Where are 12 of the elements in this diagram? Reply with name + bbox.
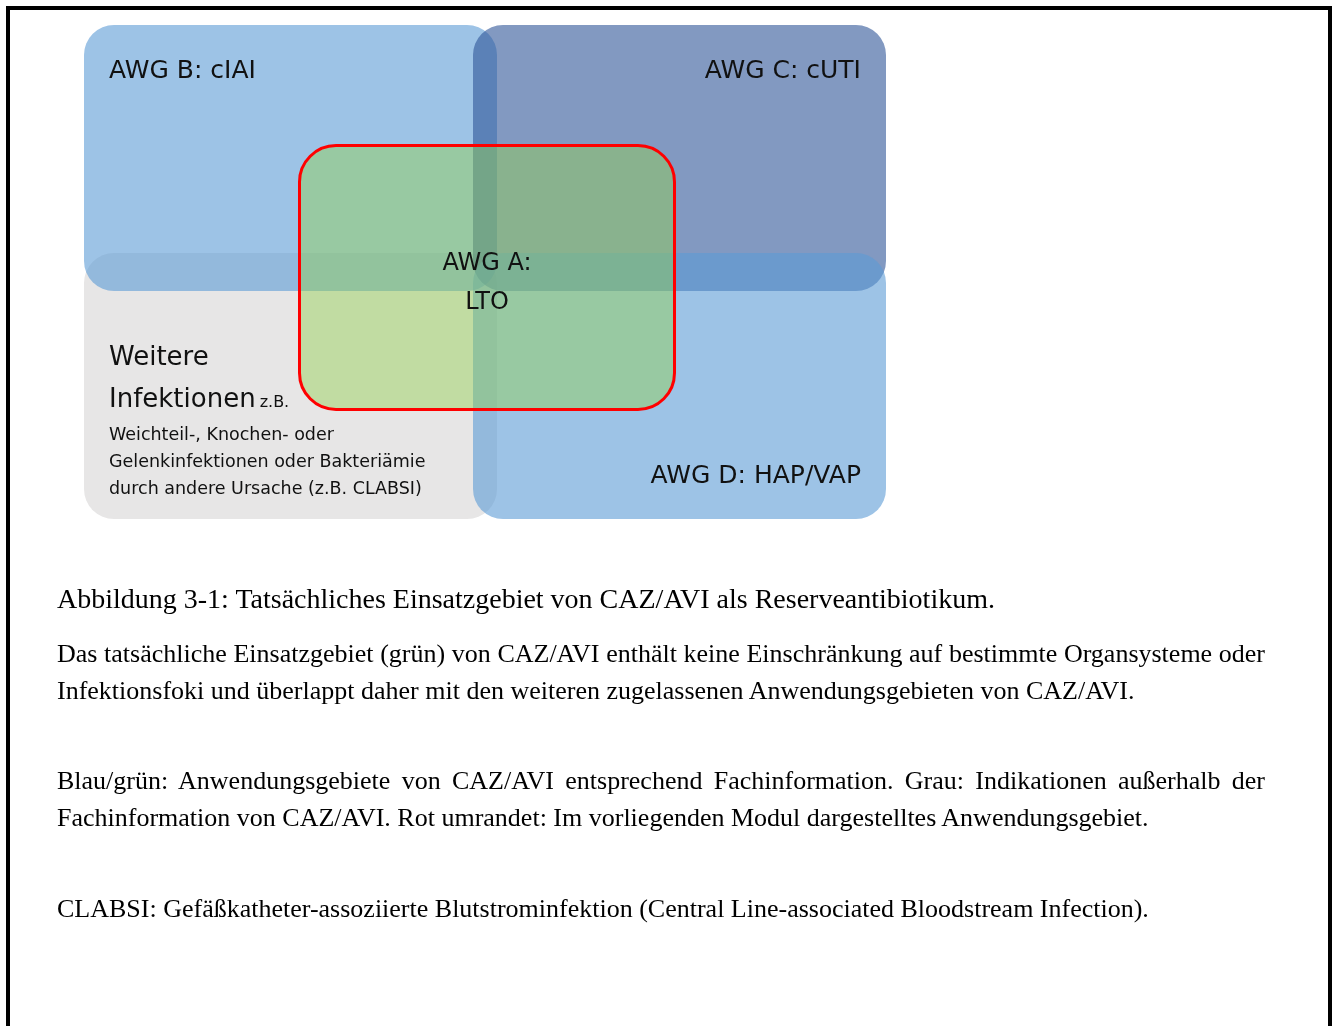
caption-paragraph: Blau/grün: Anwendungsgebiete von CAZ/AVI entsprechend Fachinformation. Grau: Indikationen außerhalb der Fachinformation von CAZ/AVI. Rot umrandet: Im vorliegenden Modul dargestelltes Anwendungsgebiet. — [57, 765, 1265, 834]
figure-caption: Abbildung 3-1: Tatsächliches Einsatzgebiet von CAZ/AVI als Reserveantibiotikum. — [57, 582, 996, 616]
region-label: AWG A: LTO — [441, 247, 533, 317]
region-label: AWG C: cUTI — [704, 55, 861, 84]
caption-paragraph: Das tatsächliche Einsatzgebiet (grün) von CAZ/AVI enthält keine Einschränkung auf bestimmte Organsysteme oder Infektionsfoki und überlappt daher mit den weiteren zugelassenen Anwendungsgebieten von CAZ/AVI. — [57, 638, 1265, 707]
highlight-box — [298, 144, 676, 411]
region-description: Weichteil-, Knochen- oder Gelenkinfektionen oder Bakteriämie durch andere Ursache (z.B. CLABSI) — [109, 423, 427, 500]
caption-paragraph: CLABSI: Gefäßkatheter-assoziierte Blutstrominfektion (Central Line-associated Bloodstream Infection). — [57, 893, 1150, 925]
region-label: AWG D: HAP/VAP — [650, 460, 861, 489]
region-label: AWG B: cIAI — [109, 55, 256, 84]
region-label: Weitere Infektionen — [109, 341, 256, 413]
region-note: z.B. — [259, 392, 290, 411]
